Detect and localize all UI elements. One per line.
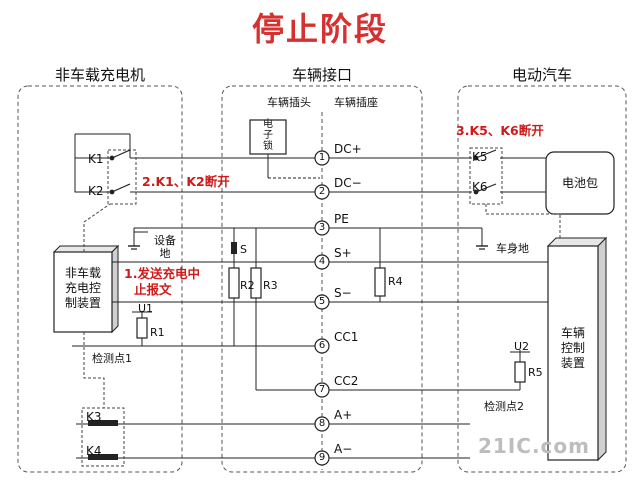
interface-section-box bbox=[221, 85, 423, 473]
pin-4-label: S+ bbox=[334, 246, 352, 260]
pin-5-label: S− bbox=[334, 286, 352, 300]
r2-label: R2 bbox=[240, 279, 255, 292]
pin-7-label: CC2 bbox=[334, 374, 359, 388]
body-ground-label: 车身地 bbox=[496, 242, 529, 255]
pin-1-label: DC+ bbox=[334, 142, 362, 156]
battery-label: 电池包 bbox=[561, 176, 598, 190]
pin-7-circle bbox=[314, 382, 330, 398]
u2-label: U2 bbox=[514, 340, 530, 353]
pin-6-number: 6 bbox=[318, 340, 326, 351]
r4-label: R4 bbox=[388, 275, 403, 288]
pin-4-circle bbox=[314, 254, 330, 270]
section-vehicle: 电动汽车 bbox=[511, 66, 572, 84]
r2-resistor bbox=[228, 267, 240, 299]
charger-control-unit bbox=[52, 244, 120, 334]
r5-resistor bbox=[514, 361, 526, 383]
pin-group bbox=[314, 150, 330, 466]
k1-k2-relay-box bbox=[107, 149, 137, 205]
pin-1-number: 1 bbox=[318, 152, 326, 163]
r1-resistor bbox=[136, 317, 148, 339]
pin-3-number: 3 bbox=[318, 222, 326, 233]
pin-2-label: DC− bbox=[334, 176, 362, 190]
r1-label: R1 bbox=[150, 326, 165, 339]
page-title: 停止阶段 bbox=[251, 10, 388, 48]
electronic-lock-box bbox=[249, 119, 287, 155]
step1-annotation: 1.发送充电中 止报文 bbox=[124, 266, 200, 297]
k6-label: K6 bbox=[472, 180, 488, 194]
k4-contact bbox=[88, 454, 118, 460]
pin-3-label: PE bbox=[334, 212, 349, 226]
plug-label: 车辆插头 bbox=[267, 96, 311, 109]
step3-annotation: 3.K5、K6断开 bbox=[456, 123, 544, 138]
section-interface: 车辆接口 bbox=[291, 66, 352, 84]
pin-5-circle bbox=[314, 294, 330, 310]
pin-4-number: 4 bbox=[318, 256, 326, 267]
charger-control-label: 非车载 充电控 制装置 bbox=[64, 266, 101, 310]
vehicle-control-label: 车辆 控制 装置 bbox=[560, 326, 585, 370]
electronic-lock-label: 电 子 锁 bbox=[263, 119, 273, 152]
pin-6-label: CC1 bbox=[334, 330, 359, 344]
battery-pack bbox=[545, 151, 615, 215]
k3-k4-relay-box bbox=[81, 407, 125, 467]
pin-5-number: 5 bbox=[318, 296, 326, 307]
r5-label: R5 bbox=[528, 366, 543, 379]
pin-8-number: 8 bbox=[318, 418, 326, 429]
pin-9-label: A− bbox=[334, 442, 353, 456]
detect-point-1-label: 检测点1 bbox=[92, 352, 132, 365]
pin-2-number: 2 bbox=[318, 186, 326, 197]
k6-switch bbox=[473, 183, 497, 195]
r4-resistor bbox=[374, 267, 386, 297]
pin-9-circle bbox=[314, 450, 330, 466]
pin-9-number: 9 bbox=[318, 452, 326, 463]
k5-switch bbox=[473, 149, 497, 161]
pin-3-circle bbox=[314, 220, 330, 236]
socket-label: 车辆插座 bbox=[334, 96, 378, 109]
pin-7-number: 7 bbox=[318, 384, 326, 395]
pin-2-circle bbox=[314, 184, 330, 200]
step2-annotation: 2.K1、K2断开 bbox=[142, 174, 230, 189]
pin-6-circle bbox=[314, 338, 330, 354]
k1-label: K1 bbox=[88, 152, 104, 166]
s-label: S bbox=[240, 243, 247, 256]
vehicle-control-unit bbox=[546, 236, 608, 462]
pin-1-circle bbox=[314, 150, 330, 166]
section-charger: 非车载充电机 bbox=[54, 66, 145, 84]
k2-switch bbox=[109, 183, 131, 195]
k5-k6-relay-box bbox=[469, 147, 503, 205]
device-ground-label: 设备 地 bbox=[154, 234, 176, 260]
k1-switch bbox=[109, 149, 131, 161]
r3-label: R3 bbox=[263, 279, 278, 292]
k3-contact bbox=[88, 420, 118, 426]
charger-section-box bbox=[17, 85, 183, 473]
vehicle-section-box bbox=[457, 85, 627, 473]
k3-label: K3 bbox=[86, 410, 102, 424]
k2-label: K2 bbox=[88, 184, 104, 198]
k5-label: K5 bbox=[472, 150, 488, 164]
k4-label: K4 bbox=[86, 444, 102, 458]
detect-point-2-label: 检测点2 bbox=[484, 400, 524, 413]
pin-8-label: A+ bbox=[334, 408, 353, 422]
u1-label: U1 bbox=[138, 302, 154, 315]
s-switch bbox=[231, 242, 237, 254]
watermark: 21IC.com bbox=[478, 434, 590, 458]
pin-8-circle bbox=[314, 416, 330, 432]
